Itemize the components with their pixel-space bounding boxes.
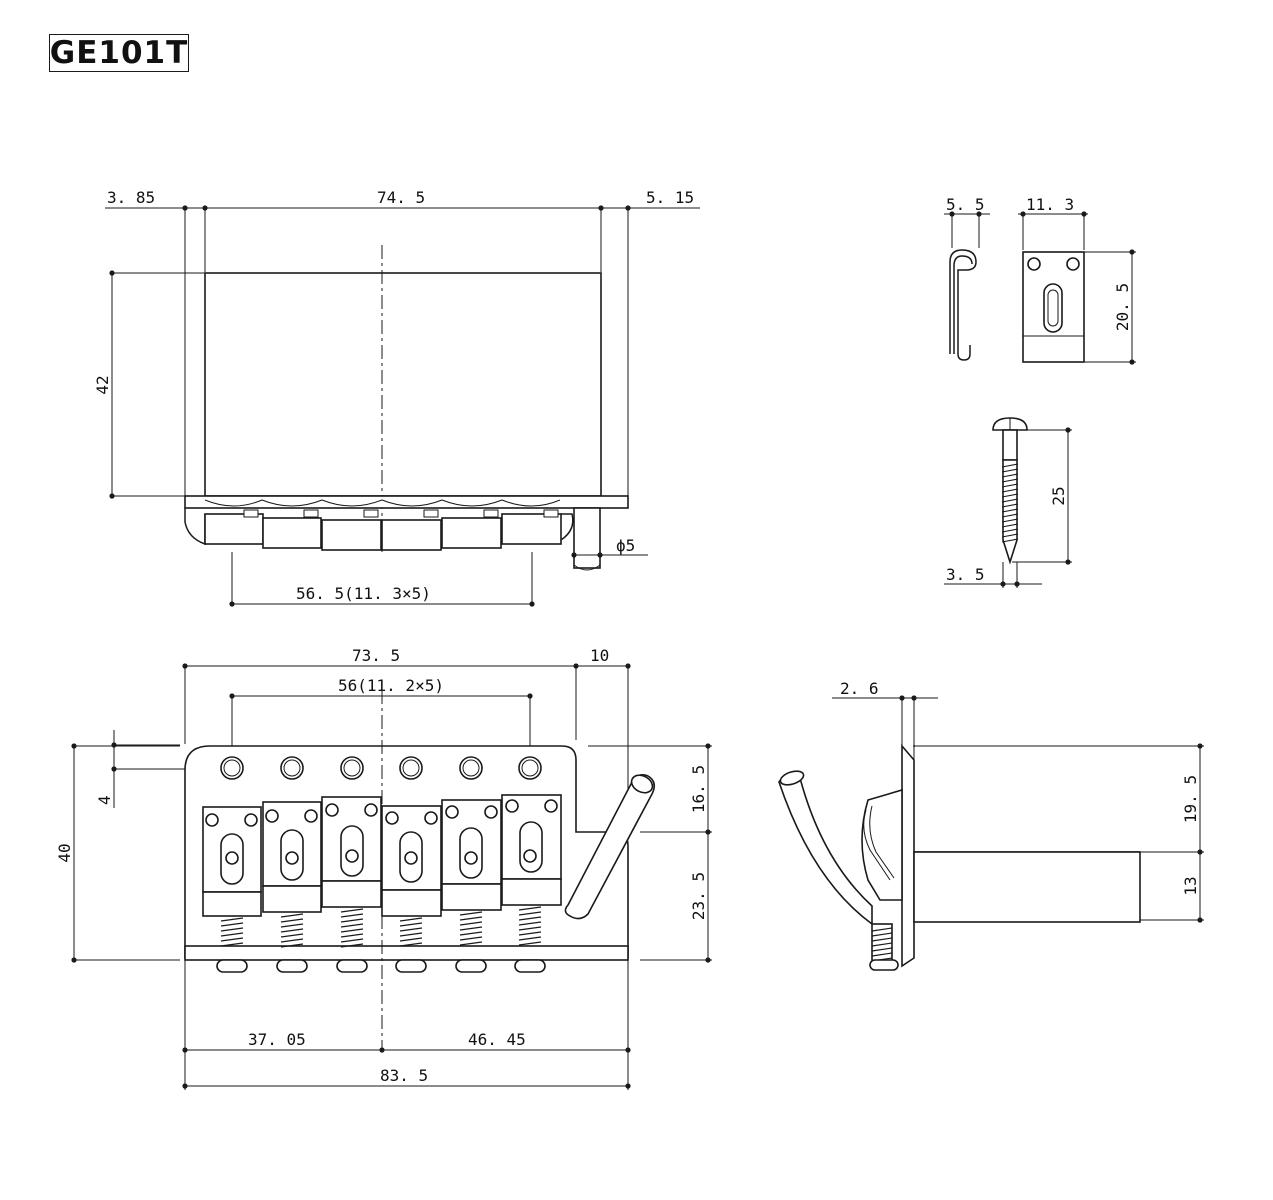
saddle-top-3	[321, 519, 382, 551]
dim-side-lower: 13	[1181, 876, 1200, 895]
dim-front-total: 83. 5	[380, 1066, 428, 1085]
side-block	[913, 851, 1141, 923]
dim-front-arm-offset: 10	[590, 646, 609, 665]
saddle-top-4	[381, 519, 442, 551]
screw-heads-front	[216, 959, 546, 973]
side-view: 2. 6 19. 5 13	[778, 679, 1204, 971]
saddle-top-5	[441, 517, 502, 549]
saddle-4	[381, 805, 442, 917]
model-title: GE101T	[49, 34, 189, 71]
dim-top-width: 74. 5	[377, 188, 425, 207]
saddle-2	[262, 801, 322, 913]
top-view: 3. 85 74. 5 5. 15 42	[93, 188, 700, 607]
dim-top-right-offset: 5. 15	[646, 188, 694, 207]
plate-base	[184, 945, 629, 961]
dim-claw-width: 11. 3	[1026, 195, 1074, 214]
claw-plate-view: 11. 3 20. 5	[1018, 195, 1136, 365]
string-holes	[220, 756, 542, 780]
side-plate	[901, 743, 915, 968]
dim-claw-height: 20. 5	[1113, 283, 1132, 331]
front-view: 73. 5 10 56(11. 2×5) 4 40	[55, 646, 712, 1090]
saddle-top-6	[501, 513, 562, 545]
sustain-block	[204, 272, 602, 497]
dim-top-left-offset: 3. 85	[107, 188, 155, 207]
dim-front-right-part: 46. 45	[468, 1030, 526, 1049]
dim-front-height: 40	[55, 843, 74, 862]
dim-hook-width: 5. 5	[946, 195, 985, 214]
saddle-1	[202, 806, 262, 917]
dim-front-hole-offset: 4	[95, 795, 114, 805]
saddle-top-2	[262, 517, 322, 549]
height-springs	[220, 906, 542, 948]
tremolo-arm	[564, 774, 656, 920]
screw-view: 25 3. 5	[944, 417, 1072, 588]
title-box: GE101T	[49, 34, 189, 72]
dim-screw-length: 25	[1049, 486, 1068, 505]
dim-front-width: 73. 5	[352, 646, 400, 665]
arm-end	[573, 507, 601, 569]
saddle-top-1	[204, 513, 264, 545]
dim-side-upper: 19. 5	[1181, 775, 1200, 823]
saddle-springs-top	[243, 509, 559, 518]
dim-side-plate: 2. 6	[840, 679, 879, 698]
dim-arm-diameter: ϕ5	[616, 536, 635, 555]
dim-front-upper-height: 16. 5	[689, 765, 708, 813]
dim-saddle-spacing: 56. 5(11. 3×5)	[296, 584, 431, 603]
saddle-3	[321, 796, 382, 908]
side-arm	[778, 774, 873, 926]
dim-front-left-part: 37. 05	[248, 1030, 306, 1049]
screw-shank	[1002, 429, 1018, 461]
dim-string-spacing: 56(11. 2×5)	[338, 676, 444, 695]
dim-screw-diameter: 3. 5	[946, 565, 985, 584]
saddle-6	[501, 794, 562, 906]
saddle-5	[441, 799, 502, 911]
spring-hook-view: 5. 5	[944, 195, 990, 361]
dim-front-lower-height: 23. 5	[689, 872, 708, 920]
dim-top-height: 42	[93, 375, 112, 394]
